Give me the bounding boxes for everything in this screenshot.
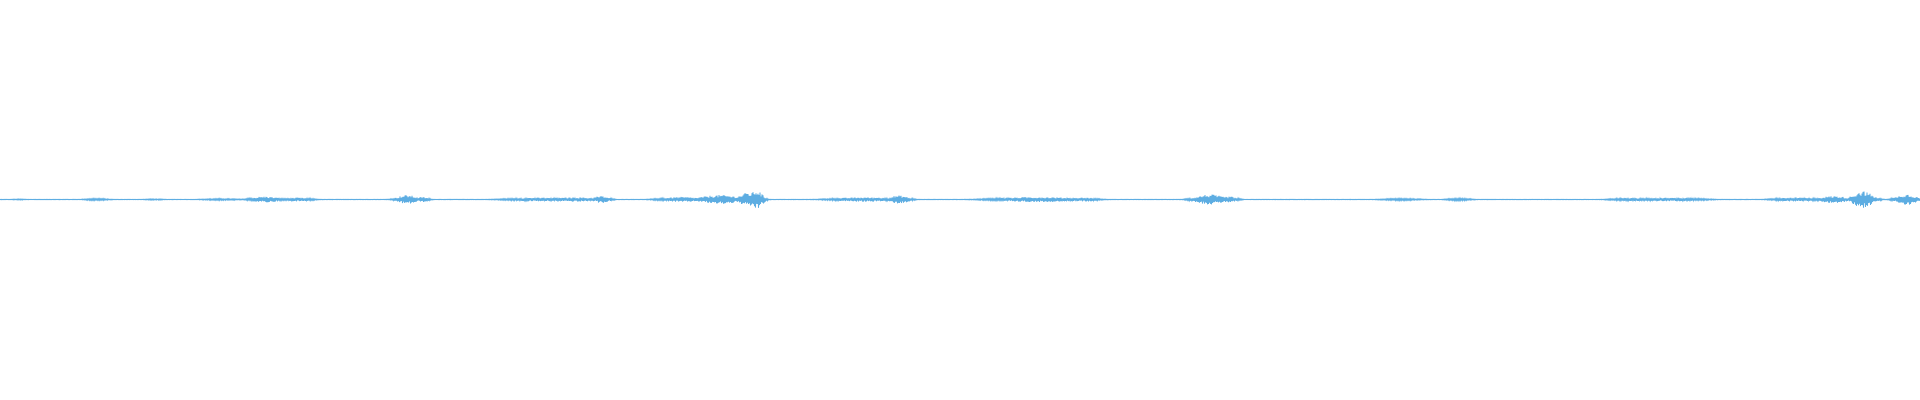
waveform-trace [0,191,1920,208]
